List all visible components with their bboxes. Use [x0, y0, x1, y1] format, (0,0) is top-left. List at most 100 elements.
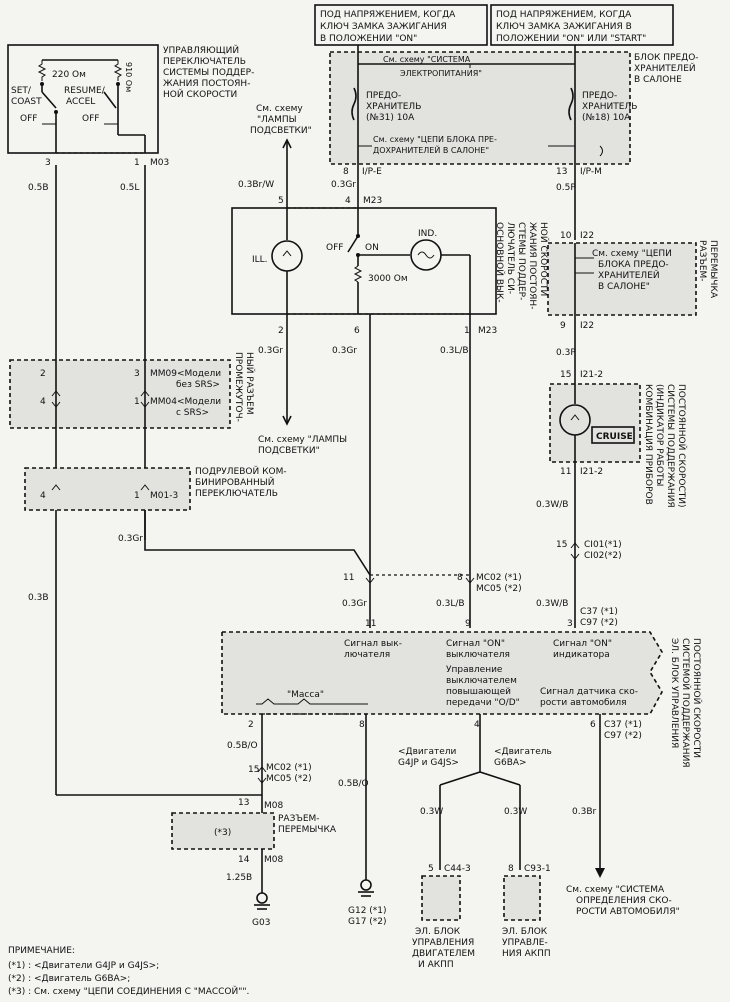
- speed-ref3: РОСТИ АВТОМОБИЛЯ": [576, 907, 680, 917]
- on-label-line3: В ПОЛОЖЕНИИ "ON": [320, 34, 417, 44]
- resistor-3000-label: 3000 Ом: [368, 274, 408, 284]
- cl-pin15: 15: [560, 370, 571, 380]
- main-switch-contact: [347, 235, 359, 253]
- m08-pin14: 14: [238, 855, 250, 865]
- m08-note: (*3): [214, 828, 231, 838]
- wire-125b-label: 1.25B: [226, 873, 252, 883]
- cl-title3: СИСТЕМЫ ПОДДЕРЖАНИЯ: [665, 384, 675, 508]
- mct-mc05: MC05 (*2): [476, 584, 522, 594]
- speed-ref-arrow-icon: [595, 868, 605, 878]
- ic-pin3: 3: [134, 369, 140, 379]
- ecu-sig-on1: Сигнал "ON": [446, 639, 505, 649]
- ground-g03-label: G03: [252, 918, 270, 928]
- control-switch-title2: ПЕРЕКЛЮЧАТЕЛЬ: [163, 57, 246, 67]
- ms-pin5: 5: [278, 196, 284, 206]
- resistor-220-icon: [37, 60, 47, 81]
- fuse31-line2: ХРАНИТЕЛЬ: [366, 102, 421, 112]
- msw-title1: ПОДРУЛЕВОЙ КОМ-: [195, 465, 287, 477]
- ecu-c97: C97 (*2): [580, 618, 618, 628]
- control-switch-title4: ЖАНИЯ ПОСТОЯН-: [163, 79, 250, 89]
- lamps-ref-top3: ПОДСВЕТКИ": [250, 126, 312, 136]
- cs-pin3: 3: [45, 158, 51, 168]
- ecm2-label2: УПРАВЛЕ-: [502, 938, 548, 948]
- mct-pin11: 11: [343, 573, 354, 583]
- wire-03w-a-label: 0.3W: [420, 807, 443, 817]
- ground-g17-label: G17 (*2): [348, 917, 387, 927]
- control-switch-title3: СИСТЕМЫ ПОДДЕР-: [163, 68, 254, 78]
- ecu-pin2: 2: [248, 720, 254, 730]
- ms-title1: ОСНОВНОЙ ВЫК-: [494, 222, 506, 303]
- m08-conn-bottom: M08: [264, 855, 283, 865]
- ms-title2: ЛЮЧАТЕЛЬ СИ-: [505, 222, 515, 294]
- msw-pin4: 4: [40, 491, 46, 501]
- cl-title2: (ИНДИКАТОР РАБОТЫ: [654, 384, 664, 487]
- jc-ref4: В САЛОНЕ": [598, 282, 650, 292]
- set-label1: SET/: [11, 86, 32, 96]
- cluster-box: [549, 383, 641, 463]
- ecm1-label4: И АКПП: [418, 960, 454, 970]
- ecu-c37b: C37 (*1): [604, 720, 642, 730]
- fuse-block-title2: ХРАНИТЕЛЕЙ: [634, 62, 696, 74]
- fuse-block-title3: В САЛОНЕ: [634, 75, 682, 85]
- fuse-ref-circuits1: См. схему "ЦЕПИ БЛОКА ПРЕ-: [373, 135, 497, 144]
- cruise-label: CRUISE: [596, 432, 633, 442]
- ms-conn-bottom: M23: [478, 326, 497, 336]
- ground-g12-icon: [360, 879, 372, 891]
- ic-pin4: 4: [40, 397, 46, 407]
- engine2-line2: G6BA>: [494, 758, 527, 768]
- jc-title1: РАЗЪЕМ-: [697, 240, 707, 282]
- fuse31-line3: (№31) 10А: [366, 113, 415, 123]
- start-label-line3: ПОЛОЖЕНИИ "ON" ИЛИ "START": [496, 34, 646, 44]
- wire-03lb-label: 0.3L/B: [440, 346, 469, 356]
- set-switch-contact: [41, 91, 57, 109]
- ms-pin6: 6: [354, 326, 360, 336]
- ecu-sig-switch1: Сигнал вык-: [344, 639, 402, 649]
- ecu-ind2: индикатора: [553, 650, 610, 660]
- ecm2-label1: ЭЛ. БЛОК: [502, 927, 548, 937]
- ecm2-conn: C93-1: [524, 864, 551, 874]
- wire-03wb-label: 0.3W/B: [536, 500, 568, 510]
- ecu-ind1: Сигнал "ON": [553, 639, 612, 649]
- fuse-18-icon: [568, 87, 574, 121]
- wire-05b-label: 0.5B: [28, 183, 49, 193]
- jc-conn-bottom: I22: [580, 321, 594, 331]
- lamps-ref-top2: "ЛАМПЫ: [257, 115, 297, 125]
- ms-pin1: 1: [464, 326, 470, 336]
- on-label-line2: КЛЮЧ ЗАМКА ЗАЖИГАНИЯ: [320, 22, 447, 32]
- ic-mm04: MM04<Модели: [150, 397, 221, 407]
- jc-pin9: 9: [560, 321, 566, 331]
- ecm1-conn: C44-3: [444, 864, 471, 874]
- intermediate-connector-box: [9, 359, 231, 429]
- cs-pin1: 1: [134, 158, 140, 168]
- ipe-pin: 8: [343, 167, 349, 177]
- ci-pin15: 15: [556, 540, 567, 550]
- resistor-3000-icon: [353, 265, 363, 283]
- ecu-pin8: 8: [359, 720, 365, 730]
- ecu-pin9: 9: [465, 619, 471, 629]
- ind-label: IND.: [418, 229, 437, 239]
- r220-label: 220 Ом: [52, 70, 86, 80]
- ic-pin2: 2: [40, 369, 46, 379]
- ecu-c97b: C97 (*2): [604, 731, 642, 741]
- wire-05bo-a-label: 0.5B/O: [227, 741, 258, 751]
- msw-title3: ПЕРЕКЛЮЧАТЕЛЬ: [195, 489, 278, 499]
- jc-ref2: БЛОКА ПРЕДО-: [598, 260, 669, 270]
- ecm2-box: [503, 875, 541, 921]
- engine1-line1: <Двигатели: [398, 747, 457, 757]
- on-label-ms: ON: [365, 243, 379, 253]
- ms-title5: НОЙ СКОРОСТИ: [538, 222, 550, 296]
- jc-ref3: ХРАНИТЕЛЕЙ: [598, 269, 660, 281]
- start-label-box: [490, 4, 674, 46]
- ecu-od4: передачи "O/D": [446, 698, 520, 708]
- control-switch-title1: УПРАВЛЯЮЩИЙ: [163, 44, 239, 56]
- ecm1-label3: ДВИГАТЕЛЕМ: [412, 949, 475, 959]
- jc-title2: ПЕРЕМЫЧКА: [708, 240, 718, 299]
- r910-label: 910 Ом: [124, 62, 133, 92]
- start-label-line1: ПОД НАПРЯЖЕНИЕМ, КОГДА: [496, 10, 632, 20]
- lamps-ref-arrow-up: [282, 138, 292, 149]
- fuse-ref-power1: См. схему "СИСТЕМА: [383, 55, 471, 64]
- msw-title2: БИНИРОВАННЫЙ: [195, 476, 274, 488]
- engine1-line2: G4JP и G4JS>: [398, 758, 459, 768]
- ecm2-pin8: 8: [508, 864, 514, 874]
